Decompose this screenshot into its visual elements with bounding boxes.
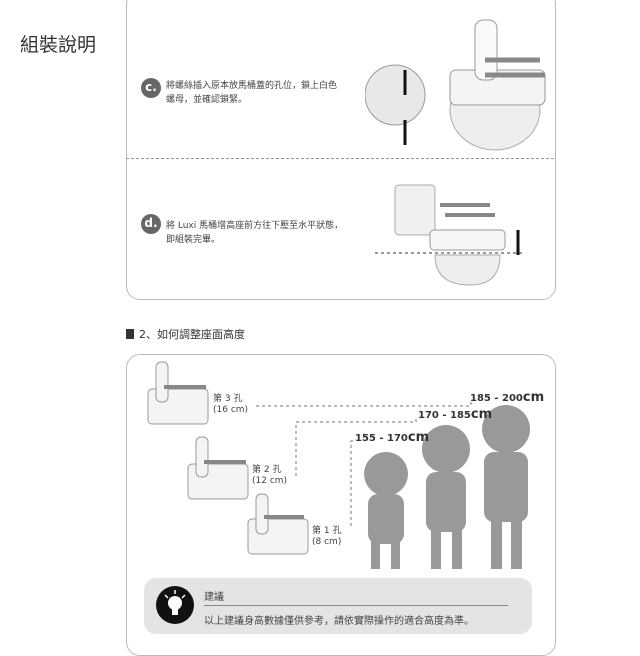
square-bullet-icon	[126, 329, 134, 339]
lightbulb-icon	[156, 586, 194, 624]
range-unit: cm	[407, 430, 430, 445]
toilet-screw-illustration	[365, 19, 546, 151]
range-unit: cm	[470, 407, 493, 422]
tip-box: 建議 以上建議身高數據僅供參考，請依實際操作的適合高度為準。	[144, 578, 532, 634]
section-title: 2、如何調整座面高度	[139, 328, 245, 341]
step-c-text: 將螺絲插入原本放馬桶蓋的孔位，鎖上白色螺母，並確認鎖緊。	[166, 79, 337, 107]
tip-title: 建議	[204, 592, 224, 603]
step-line: 將螺絲插入原本放馬桶蓋的孔位，鎖上白色	[166, 81, 338, 91]
step-line: 即組裝完畢。	[166, 235, 221, 245]
step-d-text: 將 Luxi 馬桶增高座前方往下壓至水平狀態， 即組裝完畢。	[166, 219, 343, 247]
tip-divider	[204, 605, 508, 606]
step-line: 將 Luxi 馬桶增高座前方往下壓至水平狀態，	[166, 221, 344, 231]
page-title: 組裝說明	[20, 34, 97, 56]
range-mid: 170 - 185cm	[418, 407, 492, 422]
step-d-badge: d.	[141, 214, 161, 234]
range-tall: 185 - 200cm	[470, 390, 544, 405]
assembly-steps-panel	[126, 0, 556, 300]
hole-height: (8 cm)	[312, 537, 342, 547]
range-value: 170 - 185	[418, 410, 471, 421]
divider	[126, 158, 554, 159]
hole-height: (12 cm)	[252, 476, 288, 486]
hole-2-label: 第 2 孔(12 cm)	[252, 465, 287, 487]
hole-name: 第 2 孔	[252, 465, 282, 475]
height-diagram	[147, 361, 530, 569]
hole-name: 第 3 孔	[213, 394, 243, 404]
hole-name: 第 1 孔	[312, 526, 342, 536]
section-heading: 2、如何調整座面高度	[126, 326, 245, 342]
hole-height: (16 cm)	[213, 405, 249, 415]
hole-1-label: 第 1 孔(8 cm)	[312, 526, 341, 548]
step-line: 螺母，並確認鎖緊。	[166, 95, 248, 105]
hole-3-label: 第 3 孔(16 cm)	[213, 394, 248, 416]
range-short: 155 - 170cm	[355, 430, 429, 445]
range-unit: cm	[522, 390, 545, 405]
tip-text: 以上建議身高數據僅供參考，請依實際操作的適合高度為準。	[204, 616, 474, 627]
range-value: 185 - 200	[470, 393, 523, 404]
step-c-badge: c.	[141, 78, 161, 98]
toilet-riser-illustration	[375, 184, 525, 286]
range-value: 155 - 170	[355, 433, 408, 444]
